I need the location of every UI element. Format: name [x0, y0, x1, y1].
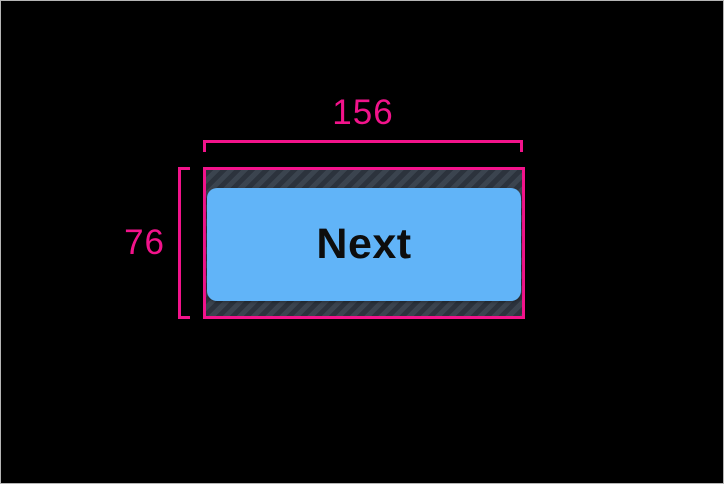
height-dimension-label: 76 — [124, 223, 165, 262]
width-measure-bracket — [203, 140, 523, 152]
next-button[interactable]: Next — [207, 188, 521, 301]
touch-target-overlay: Next — [203, 167, 525, 319]
height-measure-bracket — [178, 167, 190, 319]
width-dimension-label: 156 — [332, 93, 394, 132]
